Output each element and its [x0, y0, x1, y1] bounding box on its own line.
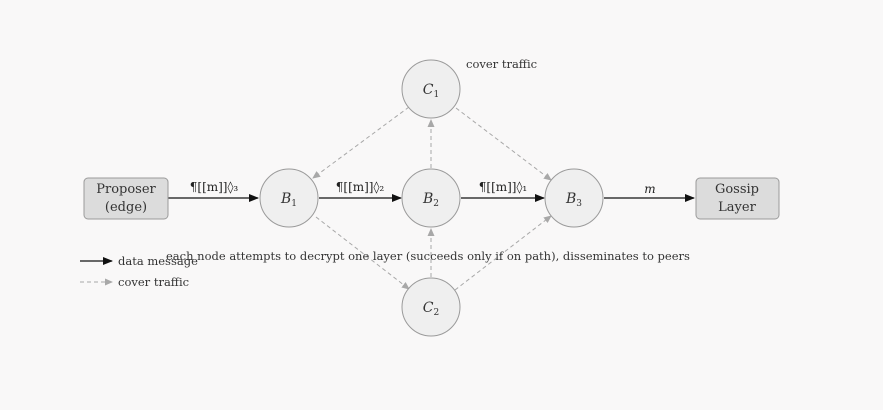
cover-edges — [312, 106, 552, 291]
legend: data message cover traffic — [80, 254, 198, 289]
proposer-label-line2: (edge) — [105, 200, 147, 215]
legend-cover-traffic-label: cover traffic — [118, 275, 189, 289]
edge-label-b1-b2: ¶[[m]]◊₂ — [336, 180, 385, 194]
cover-edge-b1-c2 — [315, 216, 410, 290]
node-b3-label: B — [565, 191, 576, 207]
proposer-label-line1: Proposer — [96, 182, 156, 197]
svg-text:C2: C2 — [423, 300, 439, 318]
edge-label-proposer-b1: ¶[[m]]◊₃ — [190, 180, 239, 194]
gossip-label-line1: Gossip — [715, 182, 759, 197]
cover-traffic-annotation: cover traffic — [466, 57, 537, 71]
cover-edge-c1-b3 — [455, 107, 552, 181]
node-b2-subscript: 2 — [433, 199, 439, 209]
svg-text:B3: B3 — [565, 191, 582, 209]
attempt-note-annotation: each node attempts to decrypt one layer … — [166, 249, 690, 263]
svg-text:B1: B1 — [280, 191, 297, 209]
node-b2: B2 — [401, 168, 461, 228]
node-b3-subscript: 3 — [576, 199, 582, 209]
edge-label-b3-gossip: m — [644, 182, 655, 196]
cover-edge-c2-b3 — [454, 215, 552, 291]
node-b1: B1 — [259, 168, 319, 228]
svg-text:B2: B2 — [422, 191, 439, 209]
cover-edge-c1-b1 — [312, 106, 410, 179]
legend-data-message-label: data message — [118, 254, 198, 268]
node-c1: C1 — [401, 59, 461, 119]
node-c1-subscript: 1 — [433, 90, 439, 100]
node-c1-label: C — [423, 82, 434, 98]
gossip-layer-node: Gossip Layer — [695, 177, 780, 220]
node-b2-label: B — [422, 191, 433, 207]
edge-label-b2-b3: ¶[[m]]◊₁ — [479, 180, 527, 194]
proposer-node: Proposer (edge) — [83, 177, 169, 220]
node-c2-label: C — [423, 300, 434, 316]
node-b3: B3 — [544, 168, 604, 228]
node-b1-subscript: 1 — [291, 199, 297, 209]
gossip-label-line2: Layer — [718, 200, 756, 215]
svg-text:C1: C1 — [423, 82, 439, 100]
node-c2-subscript: 2 — [433, 308, 439, 318]
node-b1-label: B — [280, 191, 291, 207]
node-c2: C2 — [401, 277, 461, 337]
